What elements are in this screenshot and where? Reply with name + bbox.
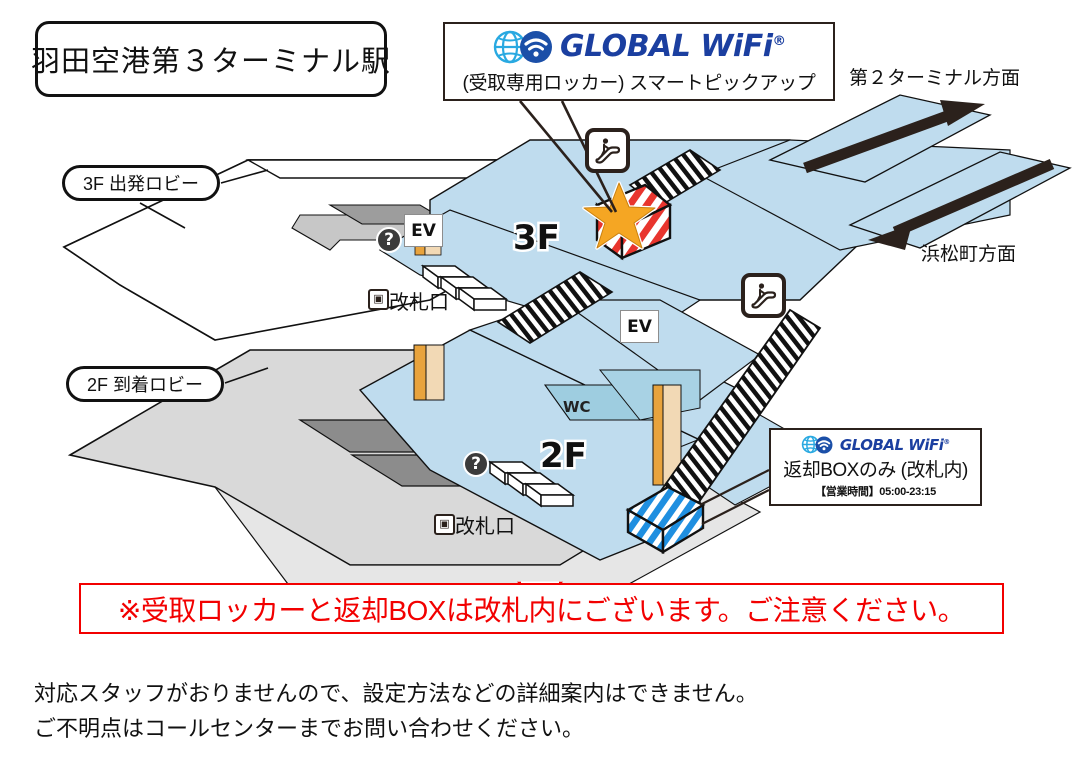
information-icon: ? [376,227,402,253]
ticket-gates-2f [487,460,576,508]
warning-text: ※受取ロッカーと返却BOXは改札内にございます。ご注意ください。 [117,594,966,626]
information-icon: ? [463,451,489,477]
floor-marker-2f: 2F [538,434,590,479]
callout-smart-pickup: GLOBAL WiFi® (受取専用ロッカー) スマートピックアップ [443,22,835,101]
gate-label-3f: 改札口 [389,292,449,314]
rail-band-terminal2 [768,94,992,183]
escalator-glyph [750,282,776,309]
registered-mark: ® [943,437,951,446]
floor-label-3f: 3F 出発ロビー [62,165,220,201]
escalator-glyph [594,137,620,164]
elevator-text: EV [627,316,652,337]
floor-marker-3f-text: 3F [511,216,563,261]
global-wifi-marks-small [801,435,833,454]
escalator-icon [585,128,630,173]
elevator-text: EV [411,220,436,241]
return-box [625,485,706,555]
warning-banner: ※受取ロッカーと返却BOXは改札内にございます。ご注意ください。 [79,583,1004,634]
floor-label-2f: 2F 到着ロビー [66,366,224,402]
wifi-icon [815,436,833,453]
ticket-gate-icon: ▣ [434,514,455,535]
elevator-label-2f: EV [620,310,659,343]
gate-label-2f: 改札口 [455,516,515,538]
footer-note: 対応スタッフがおりませんので、設定方法などの詳細案内はできません。 ご不明点はコ… [34,676,1034,746]
callout-leader-return [699,469,770,525]
callout-pickup-subtitle: (受取専用ロッカー) スマートピックアップ [462,72,816,94]
floor-label-leaders [139,169,269,384]
global-wifi-wordmark-small: GLOBAL WiFi® [840,436,950,454]
floor-label-2f-text: 2F 到着ロビー [86,375,203,395]
global-wifi-brand-text: GLOBAL WiFi [839,435,944,454]
direction-label-terminal2: 第２ターミナル方面 [849,68,1021,89]
footer-line-2: ご不明点はコールセンターまでお問い合わせください。 [34,716,585,742]
global-wifi-brand-text: GLOBAL WiFi [560,29,773,64]
callout-return-box: GLOBAL WiFi® 返却BOXのみ (改札内) 【営業時間】05:00-2… [769,428,982,506]
page-title: 羽田空港第３ターミナル駅 [31,21,390,97]
ticket-gate-glyph: ▣ [439,518,450,530]
floor-marker-3f: 3F [511,216,563,261]
callout-return-subtitle: 返却BOXのみ (改札内) [783,460,968,481]
ticket-gate-icon: ▣ [368,289,389,310]
global-wifi-logo-pickup: GLOBAL WiFi® [492,29,786,65]
wifi-icon [520,30,553,63]
elevator-label-3f: EV [404,214,443,247]
callout-return-hours: 【営業時間】05:00-23:15 [815,486,936,498]
global-wifi-wordmark: GLOBAL WiFi® [560,29,786,64]
wc-label: WC [563,398,591,416]
direction-label-hamamatsucho: 浜松町方面 [921,244,1017,265]
floor-marker-2f-text: 2F [538,434,590,479]
escalator-ramp-3f-2 [496,271,614,344]
global-wifi-logo-return: GLOBAL WiFi® [801,435,950,454]
ticket-gates-3f [420,264,509,312]
escalator-icon [741,273,786,318]
registered-mark: ® [772,33,786,49]
footer-line-1: 対応スタッフがおりませんので、設定方法などの詳細案内はできません。 [34,681,758,706]
global-wifi-marks [492,29,553,65]
pickup-locker-box [582,181,673,261]
floor-label-3f-text: 3F 出発ロビー [82,174,199,194]
ticket-gate-glyph: ▣ [373,293,384,305]
station-title-text: 羽田空港第３ターミナル駅 [31,46,392,78]
rail-band-hamamatsucho [848,151,1072,250]
